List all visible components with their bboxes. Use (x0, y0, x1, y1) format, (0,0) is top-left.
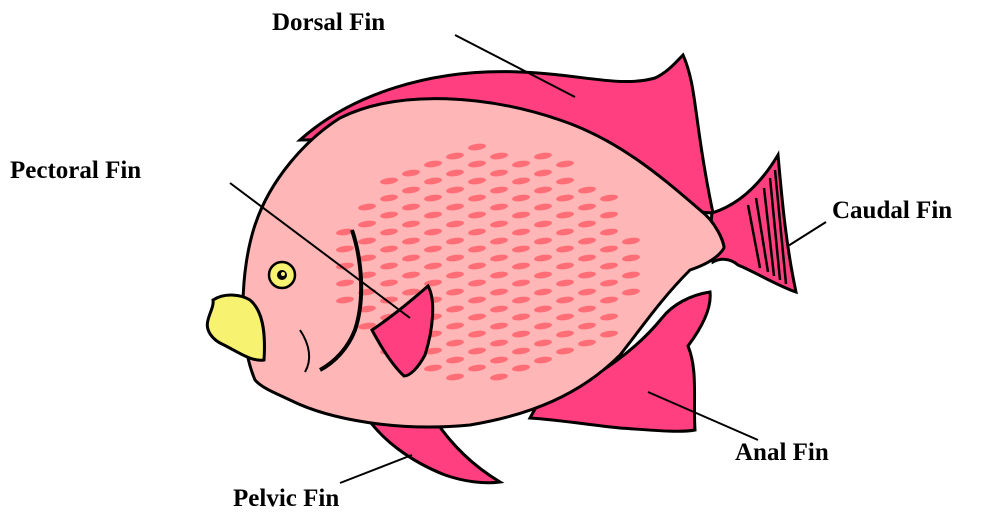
dorsal-fin-label: Dorsal Fin (272, 10, 385, 35)
caudal-fin-leader-line (788, 222, 826, 246)
anal-fin-label: Anal Fin (735, 440, 829, 465)
pelvic-fin-leader-line (340, 455, 412, 483)
pectoral-fin-label: Pectoral Fin (10, 158, 141, 183)
pelvic-fin-label: Pelvic Fin (233, 486, 339, 511)
lips (207, 295, 264, 360)
caudal-fin-label: Caudal Fin (832, 198, 952, 223)
eye (269, 262, 295, 288)
caudal-fin (711, 155, 796, 292)
